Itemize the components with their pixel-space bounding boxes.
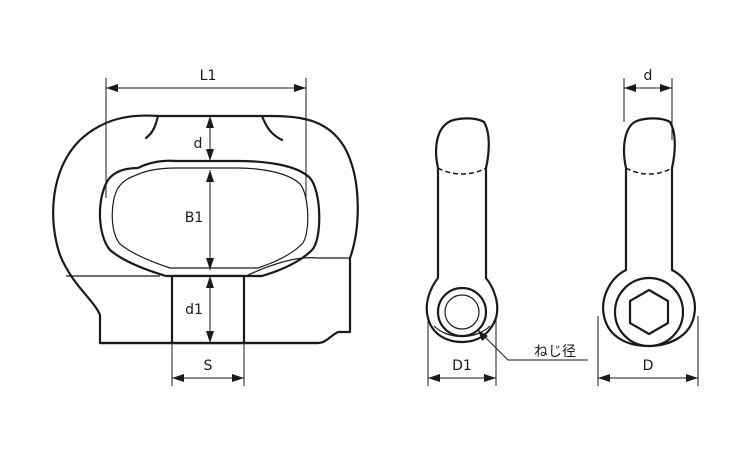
label-L1: L1 — [200, 68, 217, 84]
right-dashed-seam — [625, 167, 673, 175]
thread-leader-line — [477, 329, 588, 361]
label-thread: ねじ径 — [534, 344, 576, 360]
label-B1: B1 — [185, 210, 204, 226]
middle-side-view — [425, 117, 499, 344]
dimension-lines — [105, 78, 699, 386]
hex-socket-icon — [628, 288, 670, 336]
front-top-notch-left — [144, 114, 160, 140]
front-view — [52, 114, 359, 345]
label-d-front: d — [194, 136, 203, 152]
label-D1: D1 — [452, 358, 472, 374]
middle-dashed-seam — [437, 167, 487, 175]
middle-lower-lip — [433, 325, 491, 337]
label-S: S — [204, 358, 213, 374]
front-lower-flank-right — [245, 257, 350, 277]
label-d1: d1 — [185, 302, 203, 318]
label-D: D — [643, 358, 654, 374]
middle-pin-inner — [444, 294, 480, 330]
front-top-notch-right — [260, 114, 284, 142]
dimension-labels: L1 d B1 d1 S D1 ねじ径 d D — [185, 68, 654, 374]
right-side-view — [602, 117, 696, 348]
front-inner-rim — [111, 167, 309, 269]
label-d-side: d — [644, 68, 653, 84]
